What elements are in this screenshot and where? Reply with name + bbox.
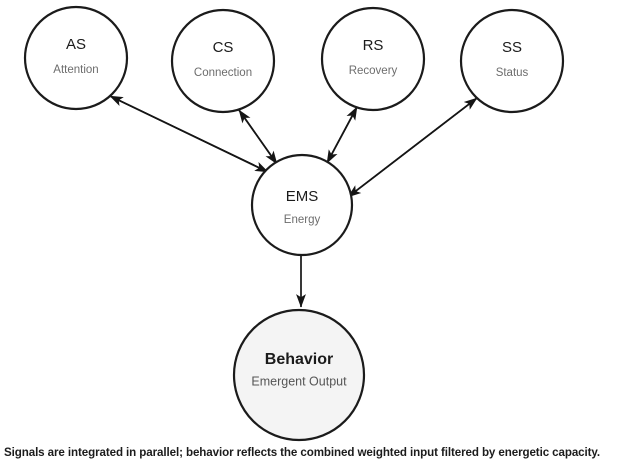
node-layer: AS Attention CS Connection RS Recovery S…: [23, 5, 565, 442]
node-ss-circle[interactable]: [459, 8, 565, 114]
node-as[interactable]: AS Attention: [23, 5, 129, 111]
node-rs-subtitle: Recovery: [349, 65, 398, 77]
node-rs-title: RS: [363, 37, 384, 54]
node-cs-subtitle: Connection: [194, 67, 252, 79]
node-cs-circle[interactable]: [170, 8, 276, 114]
node-behavior-title: Behavior: [265, 351, 333, 368]
node-ems[interactable]: EMS Energy: [250, 153, 354, 257]
edge-ems-ss-line: [347, 97, 478, 198]
node-cs-title: CS: [213, 39, 234, 56]
node-as-subtitle: Attention: [53, 64, 98, 76]
edge-ems-cs-line: [238, 109, 278, 165]
node-as-circle[interactable]: [23, 5, 129, 111]
node-behavior-subtitle: Emergent Output: [251, 374, 347, 388]
node-ems-circle[interactable]: [250, 153, 354, 257]
node-rs-circle[interactable]: [320, 6, 426, 112]
edge-ems-rs-line: [326, 106, 358, 164]
edge-ems-as-line: [109, 95, 269, 173]
node-behavior[interactable]: Behavior Emergent Output: [232, 308, 366, 442]
node-ss-subtitle: Status: [496, 67, 529, 79]
diagram-caption: Signals are integrated in parallel; beha…: [4, 446, 601, 459]
node-ems-title: EMS: [286, 188, 319, 205]
node-ss[interactable]: SS Status: [459, 8, 565, 114]
node-cs[interactable]: CS Connection: [170, 8, 276, 114]
node-rs[interactable]: RS Recovery: [320, 6, 426, 112]
node-ems-subtitle: Energy: [284, 214, 321, 226]
node-ss-title: SS: [502, 39, 522, 56]
edge-layer: [109, 95, 478, 308]
node-behavior-circle[interactable]: [232, 308, 366, 442]
node-as-title: AS: [66, 36, 86, 53]
